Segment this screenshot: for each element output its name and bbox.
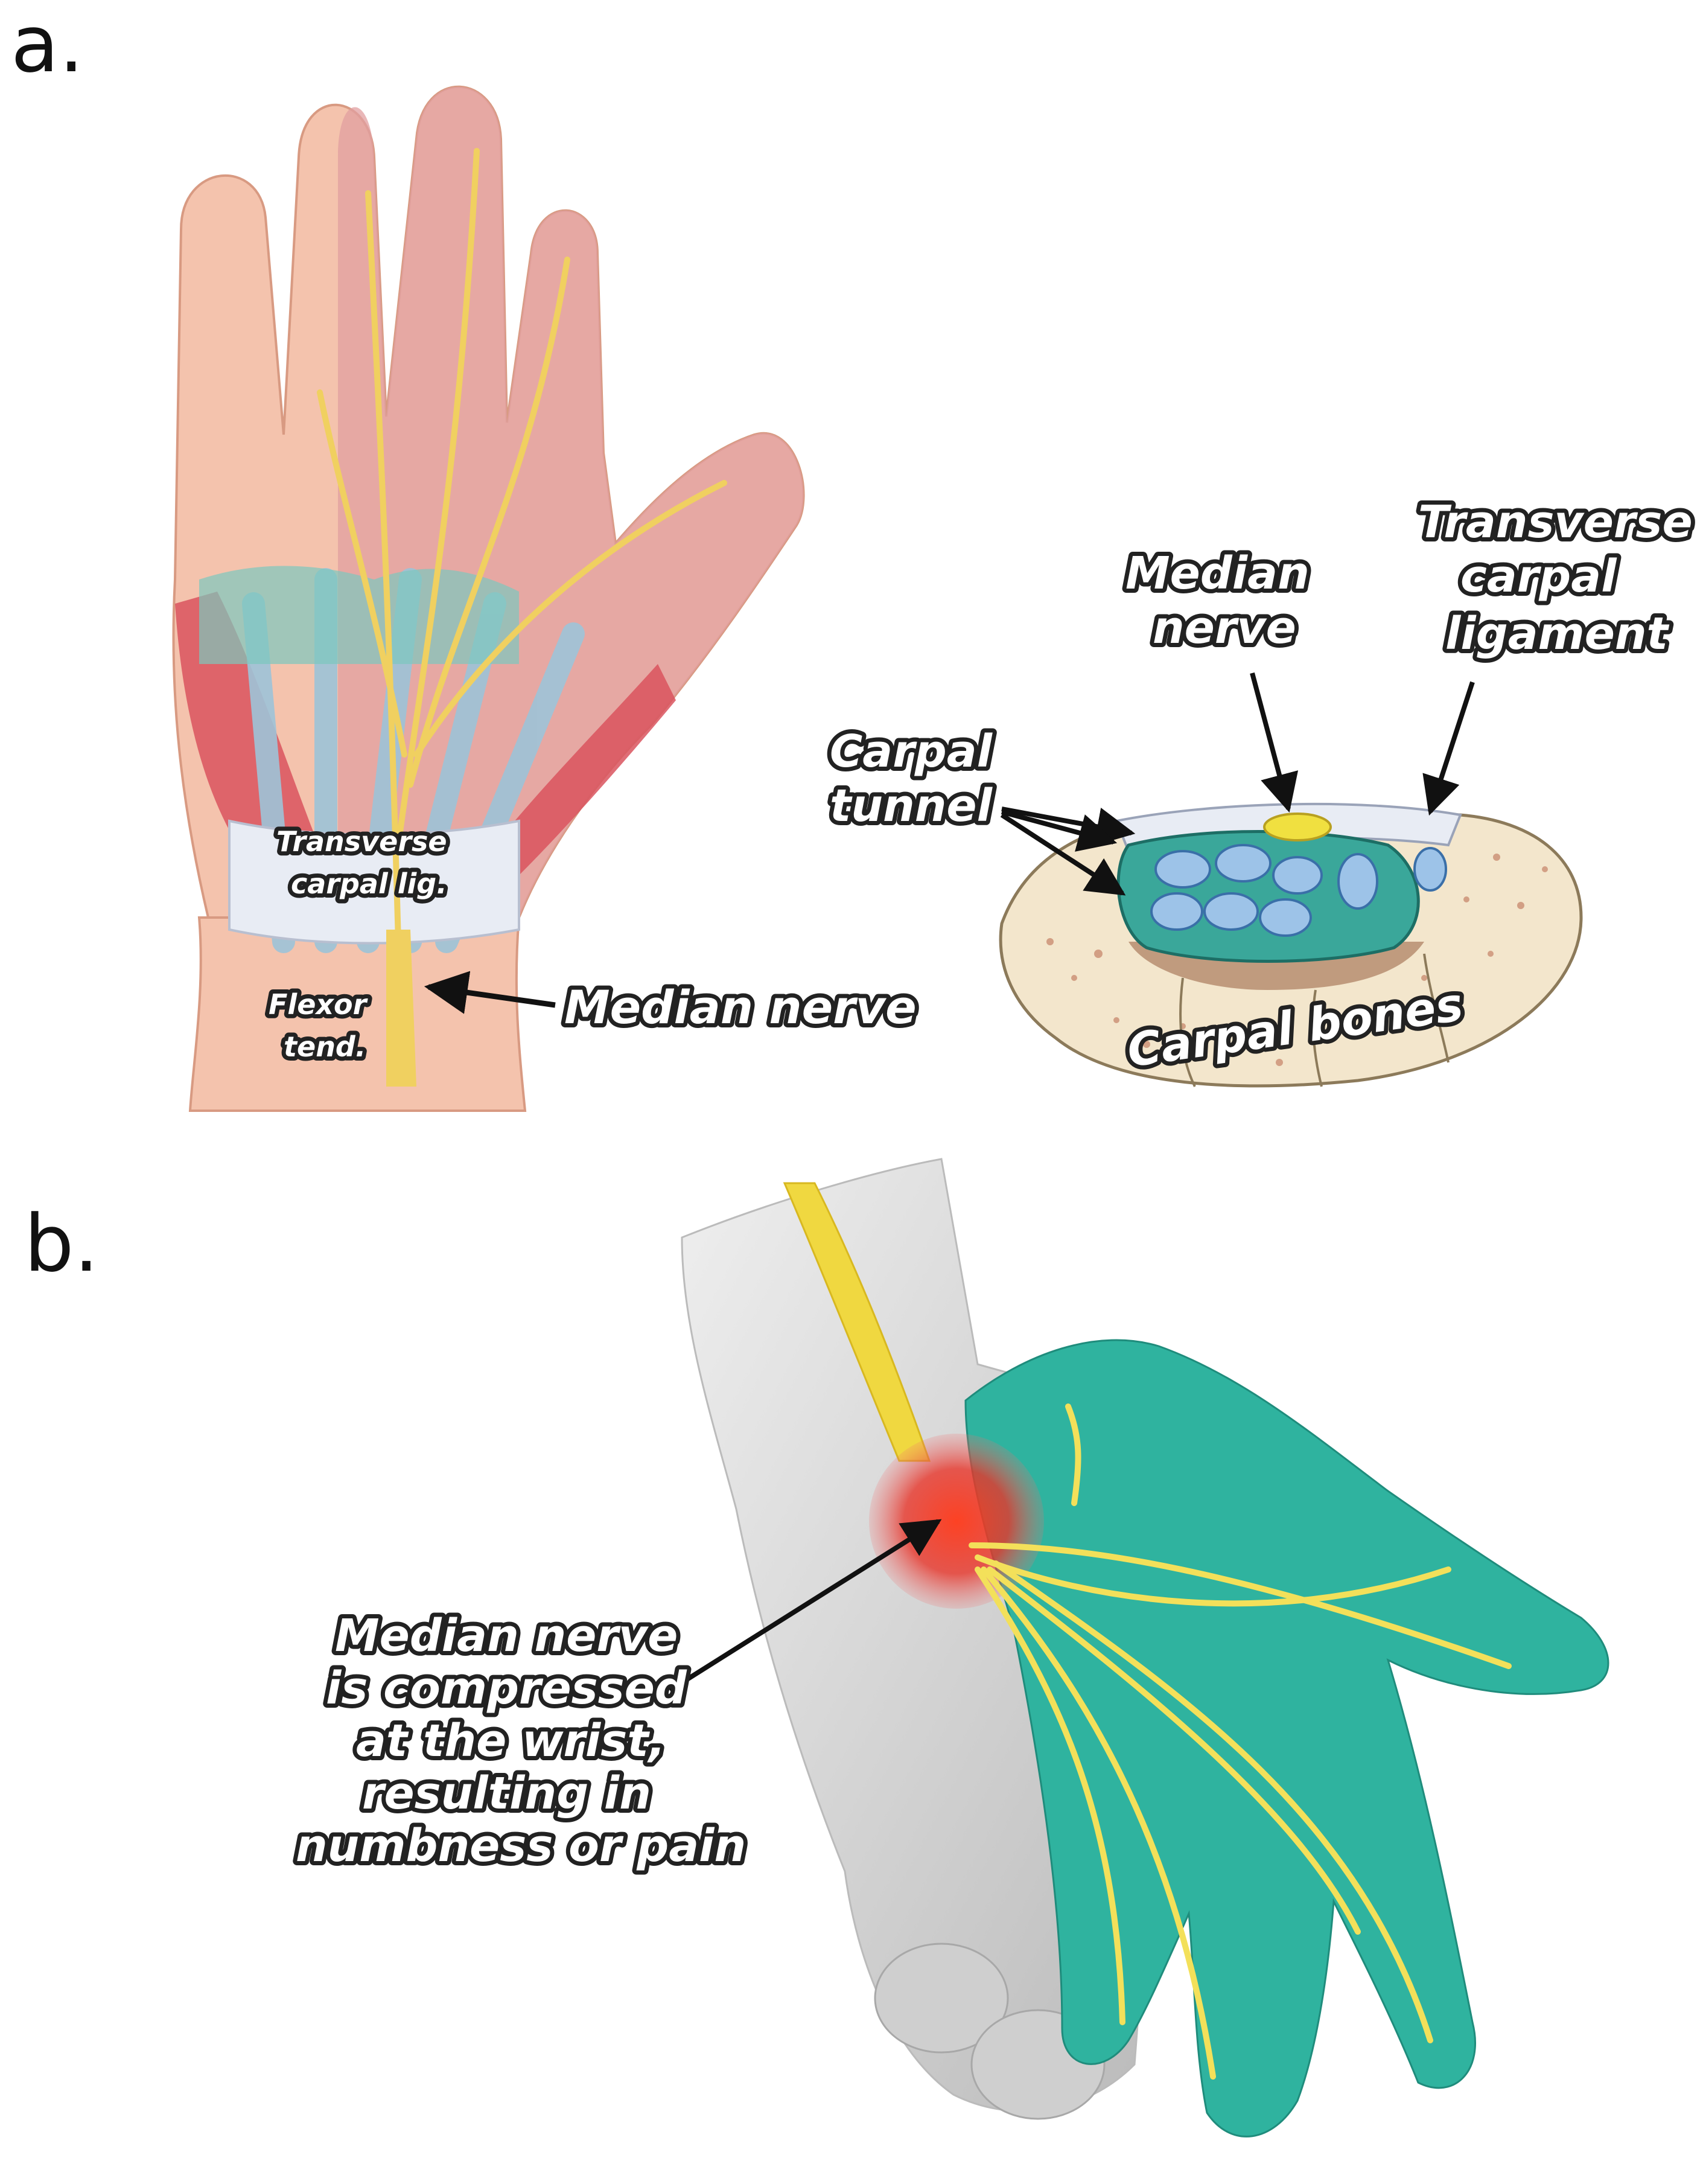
label-carpal-tunnel-line1: Carpal (830, 726, 993, 777)
median-nerve-section (1263, 813, 1332, 841)
hypothenar-muscle (495, 664, 676, 875)
median-nerve-branches-b (969, 1403, 1512, 2080)
caption-line-3: at the wrist, (356, 1715, 666, 1767)
transverse-carpal-ligament (228, 819, 520, 945)
panel-a: a. (11, 0, 1697, 1112)
section-arrows (1000, 672, 1475, 896)
compression-arrow (668, 1519, 942, 1693)
palm-illustration: Transverse carpal lig. Flexor tend. (172, 85, 805, 1112)
label-median-nerve-section-line1: Median (1125, 548, 1310, 599)
caption-line-5: numbness or pain (296, 1820, 746, 1872)
hand-3d-illustration (681, 1158, 1609, 2138)
label-median-nerve: Median nerve (564, 980, 917, 1034)
label-flexor-tend-line2: tend. (284, 1030, 366, 1063)
caption-line-1: Median nerve (335, 1610, 678, 1662)
label-transverse-carpal-lig-line2: carpal lig. (291, 867, 447, 900)
panel-b-letter: b. (24, 1198, 99, 1289)
label-transverse-ligament-line1: Transverse (1418, 496, 1693, 548)
carpal-bone-outlines (1179, 953, 1450, 1087)
median-nerve-trunk (386, 930, 416, 1087)
label-transverse-ligament-line2: carpal (1460, 551, 1617, 602)
median-nerve-arrow (424, 971, 556, 1014)
panel-b: b. (24, 1158, 1609, 2138)
tunnel-tendons (1150, 844, 1447, 937)
bone-speckles (1046, 854, 1548, 1066)
label-transverse-carpal-lig-line1: Transverse (276, 825, 447, 858)
label-transverse-ligament-line3: ligament (1445, 608, 1670, 660)
label-median-nerve-section-line2: nerve (1153, 602, 1296, 654)
median-territory-teal (964, 1339, 1609, 2138)
median-nerve-branches (317, 148, 727, 945)
median-nerve-territory (338, 86, 804, 918)
forearm (188, 916, 527, 1112)
caption-line-4: resulting in (362, 1767, 651, 1819)
carpal-tunnel-cross-section (999, 802, 1583, 1088)
compression-caption: Median nerve is compressed at the wrist,… (291, 1606, 750, 1876)
caption-line-2: is compressed (326, 1662, 687, 1714)
panel-a-letter: a. (11, 0, 84, 90)
tendon-sheath (199, 566, 519, 664)
label-carpal-tunnel-line2: tunnel (830, 780, 993, 832)
label-flexor-tend-line1: Flexor (269, 988, 369, 1021)
